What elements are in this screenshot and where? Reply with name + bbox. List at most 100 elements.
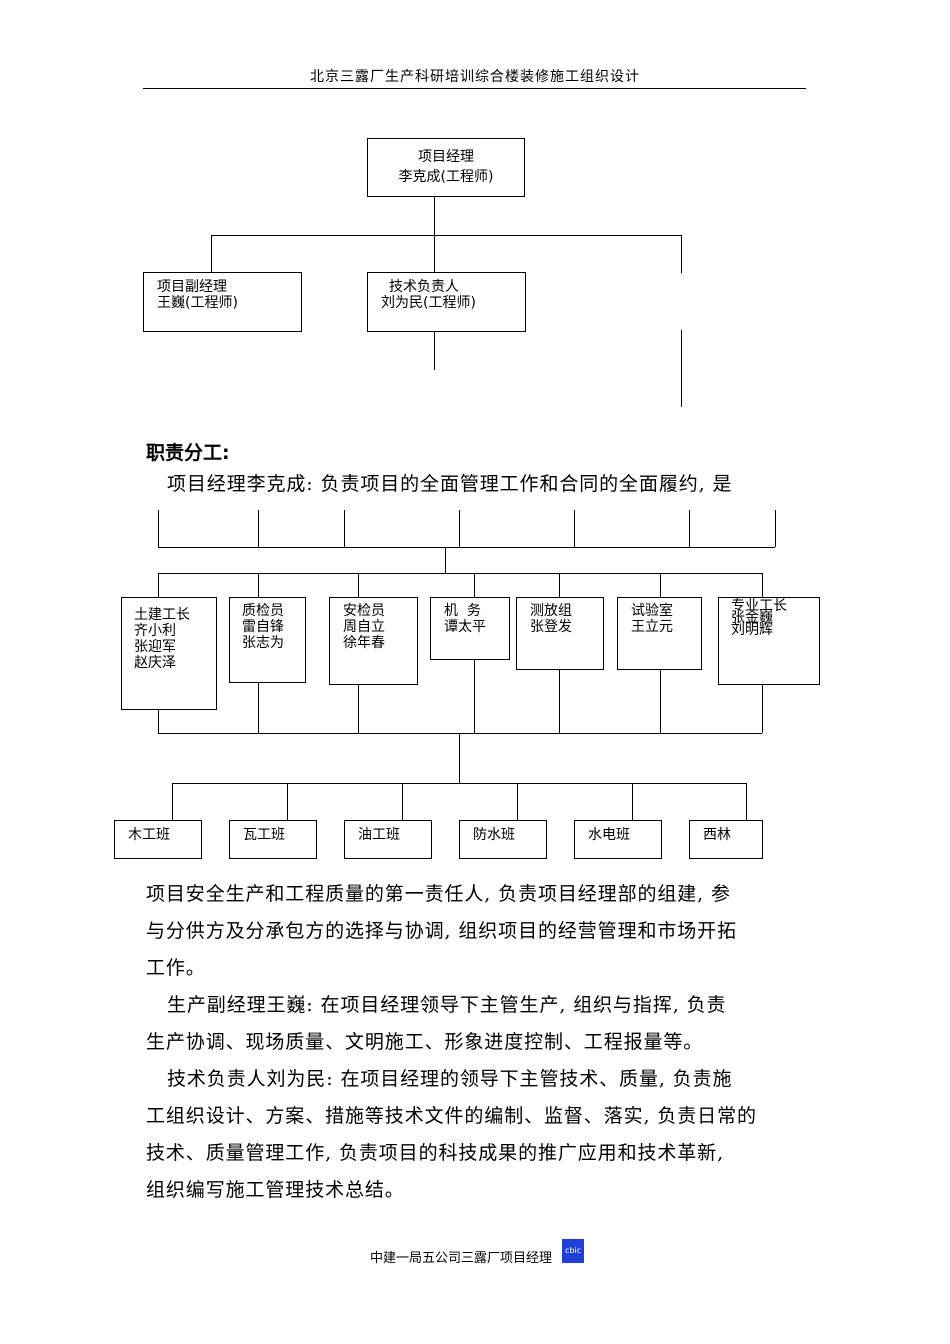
connector [358,685,359,733]
section-title: 职责分工: [146,442,230,464]
connector [258,510,259,547]
connector [660,670,661,733]
org-box-deputy-manager: 项目副经理 王巍(工程师) [143,272,302,332]
paragraph-line: 工作。 [146,957,206,979]
paragraph-line: 项目经理李克成: 负责项目的全面管理工作和合同的全面履约, 是 [167,473,733,495]
org-box-technical-lead: 技术负责人 刘为民(工程师) [367,272,526,332]
dept-person: 赵庆泽 [134,655,176,671]
paragraph-line: 技术负责人刘为民: 在项目经理的领导下主管技术、质量, 负责施 [167,1068,733,1090]
connector [434,332,435,370]
connector [211,235,682,236]
connector [172,783,746,784]
paragraph-line: 组织编写施工管理技术总结。 [146,1179,405,1201]
connector [632,783,633,820]
dept-person: 张迎军 [134,639,176,655]
connector [689,510,690,547]
paragraph-line: 技术、质量管理工作, 负责项目的科技成果的推广应用和技术革新, [146,1142,725,1164]
org-box-person: 王巍(工程师) [157,295,238,311]
dept-name: 专业工长 [731,598,787,614]
connector [574,510,575,547]
connector [517,783,518,820]
paragraph-line: 工组织设计、方案、措施等技术文件的编制、监督、落实, 负责日常的 [146,1105,757,1127]
connector [158,733,762,734]
dept-person: 刘明辉 [731,622,773,638]
connector [258,683,259,733]
team-name: 油工班 [358,827,400,843]
dept-person: 齐小利 [134,623,176,639]
connector [434,235,435,272]
connector [775,510,776,547]
connector [559,670,560,733]
dept-person: 雷自锋 [242,619,284,635]
dept-name: 测放组 [530,603,572,619]
connector [762,685,763,733]
org-box-title: 项目经理 [418,149,474,165]
connector [344,510,345,547]
team-name: 水电班 [588,827,630,843]
connector [746,783,747,820]
dept-box: 土建工长 齐小利 张迎军 赵庆泽 [121,597,217,710]
connector [211,235,212,272]
dept-person: 周自立 [343,619,385,635]
company-logo: cbic [562,1239,584,1263]
team-name: 木工班 [128,827,170,843]
dept-person: 徐年春 [343,635,385,651]
org-box-person: 刘为民(工程师) [381,295,476,311]
dept-name: 土建工长 [134,607,190,623]
connector [287,783,288,820]
connector [660,573,661,597]
team-box: 防水班 [459,820,547,859]
connector [402,783,403,820]
dept-person: 张金巍 [731,610,773,626]
connector [474,573,475,597]
dept-person: 张志为 [242,635,284,651]
connector [762,573,763,597]
connector [158,573,762,574]
team-name: 西林 [703,827,731,843]
dept-box: 测放组 张登发 [516,597,604,670]
paragraph-line: 与分供方及分承包方的选择与协调, 组织项目的经营管理和市场开拓 [146,920,737,942]
dept-box: 安检员 周自立 徐年春 [329,597,418,685]
connector [459,510,460,547]
team-box: 水电班 [574,820,662,859]
connector [158,573,159,597]
dept-name: 安检员 [343,603,385,619]
dept-person: 王立元 [631,619,673,635]
connector [158,710,159,733]
connector [559,573,560,597]
connector [358,573,359,597]
dept-name: 质检员 [242,603,284,619]
dept-person: 张登发 [530,619,572,635]
connector [681,235,682,273]
team-box: 油工班 [344,820,432,859]
connector [258,573,259,597]
team-name: 防水班 [473,827,515,843]
connector [459,733,460,783]
dept-person: 谭太平 [444,619,486,635]
connector [445,547,446,573]
dept-box: 机 务 谭太平 [430,597,510,660]
org-box-person: 李克成(工程师) [398,169,494,185]
team-box: 西林 [689,820,763,859]
connector [434,197,435,235]
dept-name: 试验室 [631,603,673,619]
connector [681,330,682,407]
team-name: 瓦工班 [243,827,285,843]
connector [158,510,159,547]
page-header-title: 北京三露厂生产科研培训综合楼装修施工组织设计 [310,69,640,85]
paragraph-line: 项目安全生产和工程质量的第一责任人, 负责项目经理部的组建, 参 [146,883,731,905]
org-box-title: 项目副经理 [157,279,227,295]
connector [474,660,475,733]
connector [172,783,173,820]
paragraph-line: 生产副经理王巍: 在项目经理领导下主管生产, 组织与指挥, 负责 [167,994,727,1016]
dept-box: 试验室 王立元 [617,597,702,670]
footer-text: 中建一局五公司三露厂项目经理 [370,1251,553,1266]
paragraph-line: 生产协调、现场质量、文明施工、形象进度控制、工程报量等。 [146,1031,704,1053]
dept-box: 专业工长 张金巍 刘明辉 [718,597,820,685]
dept-box: 质检员 雷自锋 张志为 [229,597,306,683]
team-box: 木工班 [114,820,202,859]
dept-name: 机 务 [444,603,481,619]
org-box-project-manager: 项目经理 李克成(工程师) [367,138,525,197]
team-box: 瓦工班 [229,820,317,859]
connector [158,547,775,548]
